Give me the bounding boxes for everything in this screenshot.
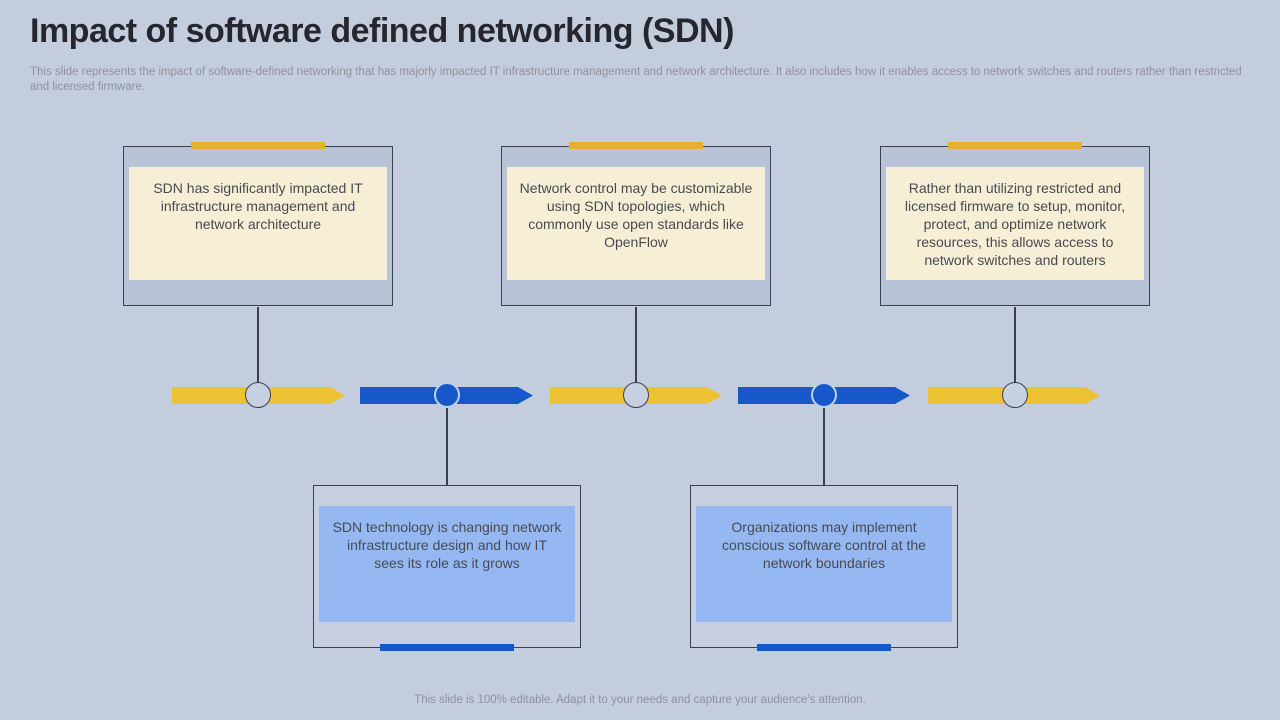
- connector-line: [446, 408, 448, 485]
- impact-box-text: SDN technology is changing network infra…: [332, 519, 562, 571]
- blue-accent-bar: [380, 644, 514, 651]
- connector-line: [635, 307, 637, 384]
- cream-text-panel: SDN has significantly impacted IT infras…: [129, 167, 387, 280]
- slide-subtitle: This slide represents the impact of soft…: [30, 66, 1242, 94]
- blue-text-panel: Organizations may implement conscious so…: [696, 506, 952, 622]
- timeline-node-1: [245, 382, 271, 408]
- blue-text-panel: SDN technology is changing network infra…: [319, 506, 575, 622]
- slide-title: Impact of software defined networking (S…: [30, 12, 734, 50]
- cream-text-panel: Rather than utilizing restricted and lic…: [886, 167, 1144, 280]
- timeline-node-2: [434, 382, 460, 408]
- impact-box-text: Organizations may implement conscious so…: [722, 519, 926, 571]
- impact-box-top-3: Rather than utilizing restricted and lic…: [880, 142, 1150, 306]
- gold-accent-bar: [948, 142, 1082, 149]
- timeline-node-3: [623, 382, 649, 408]
- connector-line: [1014, 307, 1016, 384]
- impact-box-bottom-2: Organizations may implement conscious so…: [690, 485, 958, 651]
- connector-line: [257, 307, 259, 384]
- impact-box-top-2: Network control may be customizable usin…: [501, 142, 771, 306]
- gold-accent-bar: [569, 142, 703, 149]
- impact-box-text: Network control may be customizable usin…: [519, 180, 753, 250]
- impact-box-text: SDN has significantly impacted IT infras…: [153, 180, 363, 232]
- cream-text-panel: Network control may be customizable usin…: [507, 167, 765, 280]
- impact-box-bottom-1: SDN technology is changing network infra…: [313, 485, 581, 651]
- impact-box-text: Rather than utilizing restricted and lic…: [904, 180, 1126, 268]
- impact-box-top-1: SDN has significantly impacted IT infras…: [123, 142, 393, 306]
- gold-accent-bar: [191, 142, 325, 149]
- footer-note: This slide is 100% editable. Adapt it to…: [414, 694, 866, 706]
- timeline-node-4: [811, 382, 837, 408]
- timeline-node-5: [1002, 382, 1028, 408]
- connector-line: [823, 408, 825, 485]
- blue-accent-bar: [757, 644, 891, 651]
